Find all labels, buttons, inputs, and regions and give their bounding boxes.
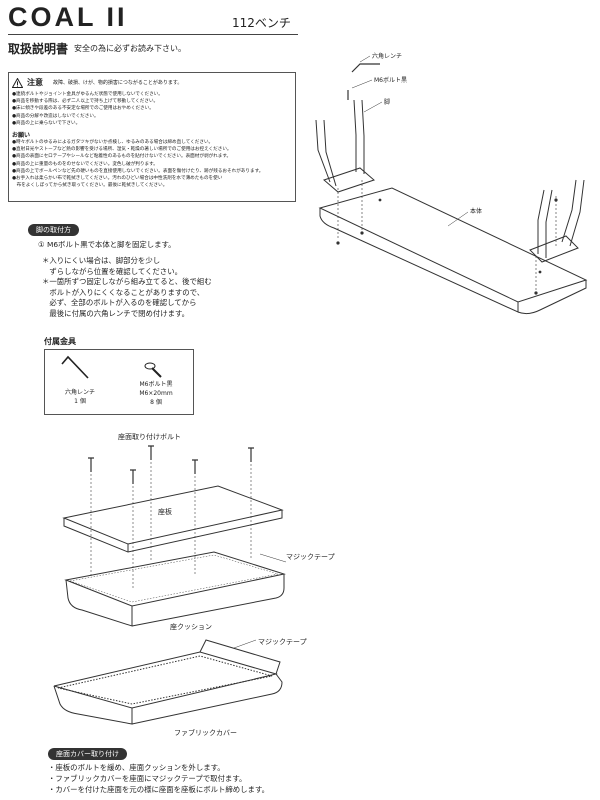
leg-note: ボルトが入りにくくなることがありますので、 [42, 287, 205, 297]
left-leg-shape [315, 99, 375, 193]
manual-subtitle: 安全の為に必ずお読み下さい。 [74, 44, 186, 53]
cover-section-pill: 座面カバー取り付け [48, 748, 127, 760]
leg-note: 必ず、全部のボルトが入るのを確認してから [42, 298, 197, 307]
seat-bolt-shapes [88, 445, 254, 484]
bolt-part: M6ボルト黒 M6×20mm 8 個 [126, 380, 186, 407]
leg-section-pill: 脚の取付方 [28, 224, 79, 236]
caution-item: ●商品の上に乗らないで下さい。 [12, 120, 81, 126]
wrench-qty: 1 個 [74, 398, 86, 405]
request-item: ●お手入れは柔らかい布で乾拭きしてください。汚れのひどい場合は中性洗剤を水で薄め… [12, 176, 223, 182]
hex-wrench-icon [61, 355, 89, 379]
request-label: お願い [12, 132, 31, 139]
caution-item: ●商品の分解や改造はしないでください。 [12, 113, 99, 119]
m6-bolt-label: M6ボルト黒 [374, 77, 407, 84]
seat-board-shape [62, 485, 284, 553]
seat-bolts-label: 座面取り付けボルト [118, 433, 181, 441]
header-divider [8, 34, 298, 35]
caution-item: ●商品を移動する際は、必ず二人以上で持ち上げて移動してください。 [12, 99, 159, 105]
caution-item: ●連続ボルトやジョイント金具がゆるんだ状態で使用しないでください。 [12, 92, 163, 97]
wrench-name: 六角レンチ [64, 389, 95, 396]
parts-title: 付属金具 [44, 337, 76, 346]
leg-notes: ＊入りにくい場合は、脚部分を少し ずらしながら位置を確認してください。 ＊一箇所… [42, 256, 212, 319]
cover-steps: ・座板のボルトを緩め、座面クッションを外します。 ・ファブリックカバーを座面にマ… [48, 762, 269, 795]
leg-note: ＊一箇所ずつ固定しながら組み立てると、後で組む [42, 277, 212, 286]
caution-note: 故障、破損、けが、物的損害につながることがあります。 [53, 80, 183, 86]
leg-step: ① M6ボルト黒で本体と脚を固定します。 [38, 240, 176, 249]
seat-cushion-shape [64, 551, 286, 627]
fabric-cover-shape [53, 639, 283, 725]
caution-label: 注意 [27, 78, 43, 87]
wrench-shape [351, 63, 380, 73]
cover-step: ・カバーを付けた座面を元の様に座面を座板にボルト締めします。 [48, 785, 269, 794]
product-title: COAL II [8, 2, 128, 32]
leg-assembly-diagram [315, 55, 588, 315]
request-item: ●商品の上でボールペンなど先の硬いものを直接使用しないでください。表面を傷付けた… [12, 168, 264, 174]
request-item: ●時々ボルトのゆるみによるガタツキがないか点検し、ゆるみのある場合は締め直してく… [12, 140, 214, 145]
parts-box [44, 349, 194, 415]
body-label: 本体 [470, 208, 483, 215]
leg-note: ずらしながら位置を確認してください。 [42, 266, 182, 276]
manual-title: 取扱説明書 [8, 42, 69, 56]
magic-tape-label-1: マジックテープ [286, 553, 335, 561]
request-list: ●時々ボルトのゆるみによるガタツキがないか点検し、ゆるみのある場合は締め直してく… [12, 139, 263, 189]
hex-wrench-label: 六角レンチ [372, 53, 403, 60]
leg-note: 最後に付属の六角レンチで閉め付けます。 [42, 308, 190, 318]
bolt-name: M6ボルト黒 [139, 381, 173, 388]
request-item: ●商品の上に重量のものをのせないでください。変色し破が判ります。 [12, 161, 158, 167]
caution-header: 注意 故障、破損、けが、物的損害につながることがあります。 [12, 77, 182, 88]
bolt-icon [144, 362, 162, 378]
seat-assembly-diagram [53, 445, 287, 725]
model-name: 112ベンチ [232, 16, 291, 30]
leg-label: 脚 [384, 99, 391, 106]
seat-board-label: 座板 [158, 508, 172, 516]
request-item: 布をよくしぼってから拭き取ってください。最後に乾拭きしてください。 [12, 183, 168, 189]
fabric-cover-label: ファブリックカバー [174, 729, 237, 737]
bolt-qty: 8 個 [150, 399, 162, 406]
magic-tape-label-2: マジックテープ [258, 638, 307, 646]
bolt-size: M6×20mm [139, 390, 173, 397]
wrench-part: 六角レンチ 1 個 [52, 388, 108, 406]
request-item: ●直射日光やストーブなど熱の影響を受ける場所、湿気・乾燥の著しい場所でのご使用は… [12, 147, 232, 153]
caution-item: ●床に傾きや段差のある不安定な場所でのご使用はおやめください。 [12, 106, 154, 112]
caution-box [8, 72, 296, 202]
cover-step: ・座板のボルトを緩め、座面クッションを外します。 [48, 763, 225, 772]
leg-note: ＊入りにくい場合は、脚部分を少し [42, 256, 161, 265]
bench-body-shape [318, 187, 588, 315]
warning-icon [12, 77, 23, 88]
request-item: ●商品の表面にセロテープやシールなど粘着性のあるものを貼付けないでください。表面… [12, 154, 232, 160]
seat-cushion-label: 座クッション [170, 623, 212, 631]
right-leg-shape [529, 179, 585, 263]
cover-step: ・ファブリックカバーを座面にマジックテープで取付ます。 [48, 774, 247, 783]
caution-list: ●連続ボルトやジョイント金具がゆるんだ状態で使用しないでください。 ●商品を移動… [12, 91, 163, 127]
